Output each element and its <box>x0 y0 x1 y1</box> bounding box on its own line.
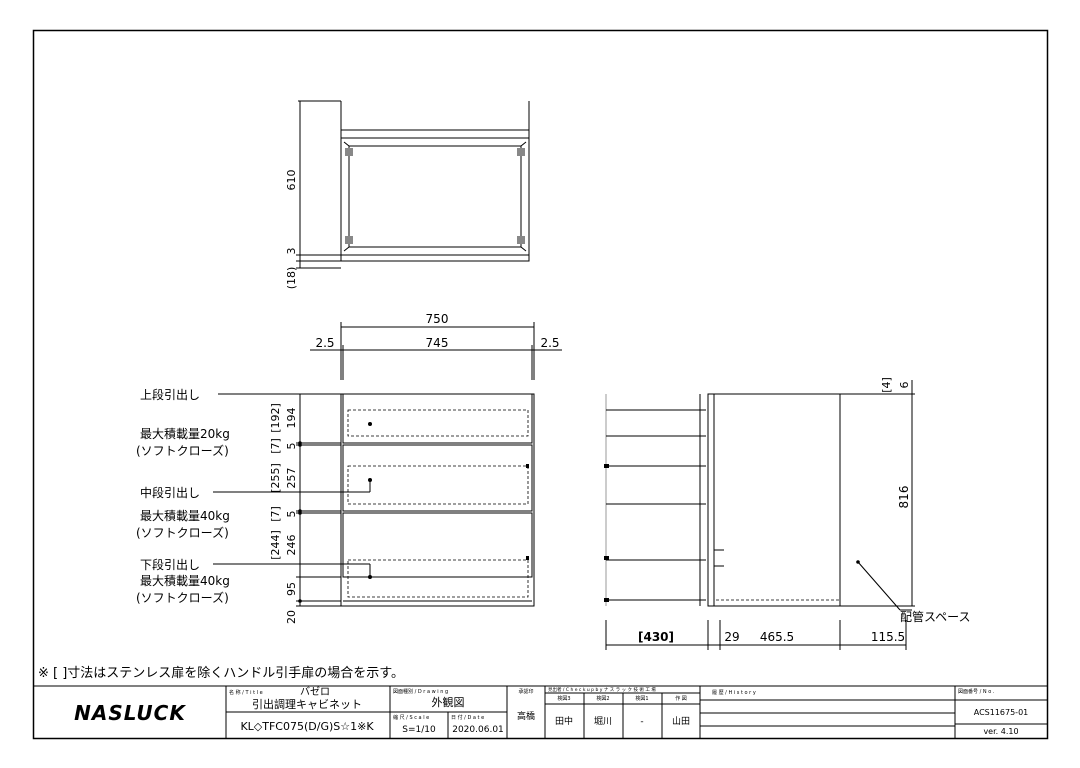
dim-side-left: 2.5 <box>315 336 334 350</box>
label-upper-drawer: 上段引出し <box>140 387 200 402</box>
sheet-border <box>32 29 1049 740</box>
dim-side-right: 2.5 <box>540 336 559 350</box>
product-name: 引出調理キャビネット <box>252 697 362 711</box>
title-block-frame <box>33 685 1047 738</box>
dim-lower-height-alt: [244] <box>269 530 282 560</box>
check-name-4: 山田 <box>672 716 690 727</box>
approver-label: 承認印 <box>518 688 533 695</box>
label-middle-softclose: (ソフトクローズ) <box>136 525 229 540</box>
side-dimension-lines <box>605 380 915 650</box>
front-view <box>340 393 535 607</box>
check-columns: 検図3 検図2 検図1 作 図 <box>557 695 686 702</box>
dim-gap1-alt: [7] <box>269 438 282 454</box>
dim-side-top: 6 <box>898 382 911 389</box>
dim-side-height: 816 <box>897 486 911 509</box>
top-view-brackets <box>345 148 525 244</box>
dim-width-total: 750 <box>426 312 449 326</box>
dim-rear-space: 115.5 <box>871 630 905 644</box>
approver-name: 高橋 <box>517 710 535 722</box>
dim-upper-height: 194 <box>285 408 298 429</box>
check-name-1: 田中 <box>555 715 573 727</box>
drawing-number-label: 図面番号 / N o . <box>958 688 995 695</box>
drawing-type: 外観図 <box>432 695 465 709</box>
dimension-dots <box>298 441 302 603</box>
company-logo: NASLUCK <box>74 701 186 725</box>
dim-gap2-alt: [7] <box>269 506 282 522</box>
date-label: 日 付 / D a t e <box>451 714 484 721</box>
check-col-4: 作 図 <box>675 695 687 702</box>
dim-gap2: 5 <box>285 511 298 518</box>
drawer-rails <box>605 394 706 606</box>
check-name-3: - <box>640 717 643 727</box>
label-lower-drawer: 下段引出し <box>140 557 200 572</box>
check-names: 田中 堀川 - 山田 <box>555 715 690 727</box>
model-number: KL◇TFC075(D/G)S☆1※K <box>240 720 374 733</box>
check-label: 見出者 / C h e c k u p b y ナ ス ラ ッ ク 技 術 工 … <box>548 686 656 693</box>
dim-upper-height-alt: [192] <box>269 403 282 433</box>
label-upper-softclose: (ソフトクローズ) <box>136 443 229 458</box>
dim-top-gap: 3 <box>285 248 298 255</box>
dim-top-depth: 610 <box>285 170 298 191</box>
check-name-2: 堀川 <box>594 716 612 727</box>
label-middle-drawer: 中段引出し <box>140 485 200 500</box>
series-name: バゼロ <box>300 686 330 698</box>
top-view <box>340 101 530 262</box>
scale-label: 縮 尺 / S c a l e <box>393 714 429 721</box>
scale-value: S=1/10 <box>402 725 436 735</box>
top-view-dimension-lines <box>296 100 341 269</box>
drawing-version: ver. 4.10 <box>983 727 1018 736</box>
dim-body-depth: 465.5 <box>760 630 794 644</box>
label-piping-space: 配管スペース <box>900 609 971 624</box>
drawing-number: ACS11675-01 <box>974 708 1029 717</box>
piping-leader-dot <box>856 560 860 564</box>
label-lower-softclose: (ソフトクローズ) <box>136 590 229 605</box>
dim-lower-height: 246 <box>285 535 298 556</box>
title-label: 名 称 / T i t l e <box>229 689 263 696</box>
dim-front-offset: 29 <box>724 630 739 644</box>
dim-width-inner: 745 <box>426 336 449 350</box>
dim-middle-height-alt: [255] <box>269 463 282 493</box>
label-lower-load: 最大積載量40kg <box>140 573 230 588</box>
check-col-1: 検図3 <box>557 695 570 702</box>
dim-kick: 95 <box>285 582 298 596</box>
label-middle-load: 最大積載量40kg <box>140 508 230 523</box>
drawing-type-label: 図面種別 / D r a w i n g <box>393 688 448 695</box>
leader-dots <box>368 422 372 579</box>
dim-side-top-alt: [4] <box>880 377 893 393</box>
dim-pull-out: [430] <box>638 630 674 644</box>
side-view <box>707 393 841 607</box>
check-col-3: 検図1 <box>635 695 648 702</box>
front-height-dimensions <box>296 393 341 607</box>
drawer-handles <box>526 464 529 560</box>
dimension-note: ※ [ ]寸法はステンレス扉を除くハンドル引手扉の場合を示す。 <box>38 665 404 681</box>
rail-markers <box>604 464 609 602</box>
label-upper-load: 最大積載量20kg <box>140 426 230 441</box>
history-label: 履 歴 / H i s t o r y <box>712 690 756 696</box>
dim-top-base: (18) <box>285 267 298 290</box>
dim-bottom: 20 <box>285 610 298 624</box>
width-dimensions <box>310 322 562 380</box>
dim-middle-height: 257 <box>285 468 298 489</box>
date-value: 2020.06.01 <box>452 725 504 735</box>
dim-gap1: 5 <box>285 443 298 450</box>
check-col-2: 検図2 <box>596 695 609 702</box>
